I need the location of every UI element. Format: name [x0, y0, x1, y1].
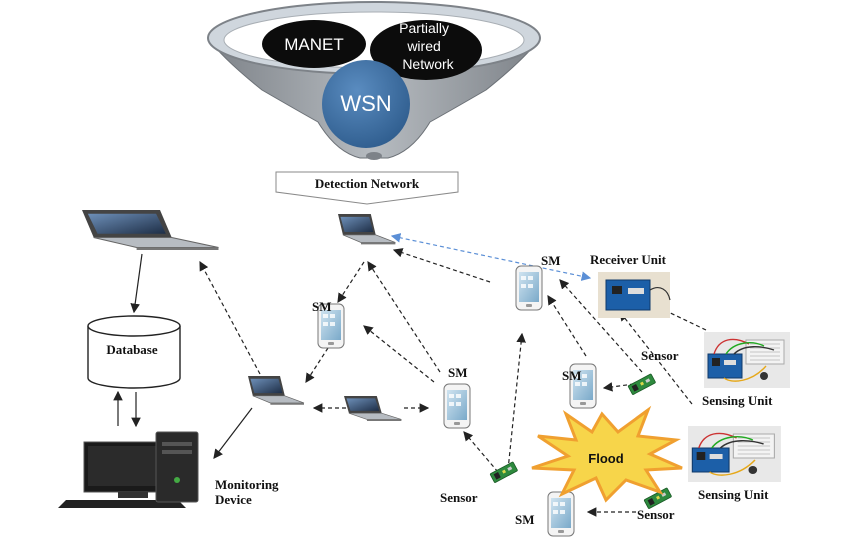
sensing-unit-label: Sensing Unit [698, 487, 769, 502]
link-laptop-database [130, 253, 143, 314]
receiver-unit-icon [598, 272, 671, 318]
wsn-node: WSN [322, 60, 410, 148]
laptop-icon [247, 375, 305, 406]
laptop-icon [337, 213, 396, 245]
sensing-unit-icon [703, 331, 791, 389]
partially-wired-line1: Partially [399, 20, 449, 36]
sensor-icon [627, 373, 657, 396]
link-sm1-laptop [305, 347, 329, 384]
sm-label: SM [515, 512, 535, 527]
detection-network-banner: Detection Network [275, 171, 459, 205]
desktop-computer-icon [58, 431, 199, 508]
manet-node: MANET [262, 20, 366, 68]
link-sensor1-sm2 [463, 431, 499, 473]
partially-wired-line2: wired [406, 38, 440, 54]
link-sm4-sm3 [547, 294, 587, 357]
link-top-laptop-sm1 [337, 261, 365, 304]
svg-text:Partially wired Ne: Partially wired Network [399, 20, 455, 72]
sm-label: SM [448, 365, 468, 380]
flood-label: Flood [588, 451, 623, 466]
partially-wired-node: Partially wired Network [370, 20, 482, 80]
wsn-label: WSN [340, 91, 391, 116]
link-sm2-sm1 [363, 325, 435, 383]
link-sm2-top-laptop [367, 260, 441, 373]
link-sm3-top-laptop [392, 248, 491, 283]
smartphone-icon [443, 383, 471, 429]
sensing-unit-icon [687, 425, 782, 483]
sm-label: SM [541, 253, 561, 268]
sensor-label: Sensor [440, 490, 478, 505]
database-icon: Database [87, 315, 181, 389]
flood-burst: Flood [531, 405, 683, 503]
sensing-unit-label: Sensing Unit [702, 393, 773, 408]
link-top-laptop-receiver [390, 233, 592, 281]
sensor-label: Sensor [641, 348, 679, 363]
sensor-icon [489, 461, 519, 484]
connections [113, 233, 707, 517]
detection-network-label: Detection Network [315, 176, 420, 191]
monitoring-device-label: Monitoring Device [215, 477, 282, 507]
sensor-label: Sensor [637, 507, 675, 522]
smartphone-icon [547, 491, 575, 537]
manet-label: MANET [284, 35, 344, 54]
smartphone-icon [515, 265, 543, 311]
database-label: Database [106, 342, 158, 357]
link-sensor1-sm3 [507, 332, 526, 471]
link-sensor2-sm4 [602, 382, 635, 392]
laptop-icon [81, 209, 220, 251]
partially-wired-line3: Network [402, 56, 454, 72]
link-sensing1-receiver [619, 311, 693, 405]
sm-label: SM [312, 299, 332, 314]
link-laptop-monitor [213, 407, 253, 459]
receiver-unit-label: Receiver Unit [590, 252, 667, 267]
sm-label: SM [562, 368, 582, 383]
laptop-icon [343, 395, 402, 422]
link-laptop-top-laptop [199, 260, 261, 375]
